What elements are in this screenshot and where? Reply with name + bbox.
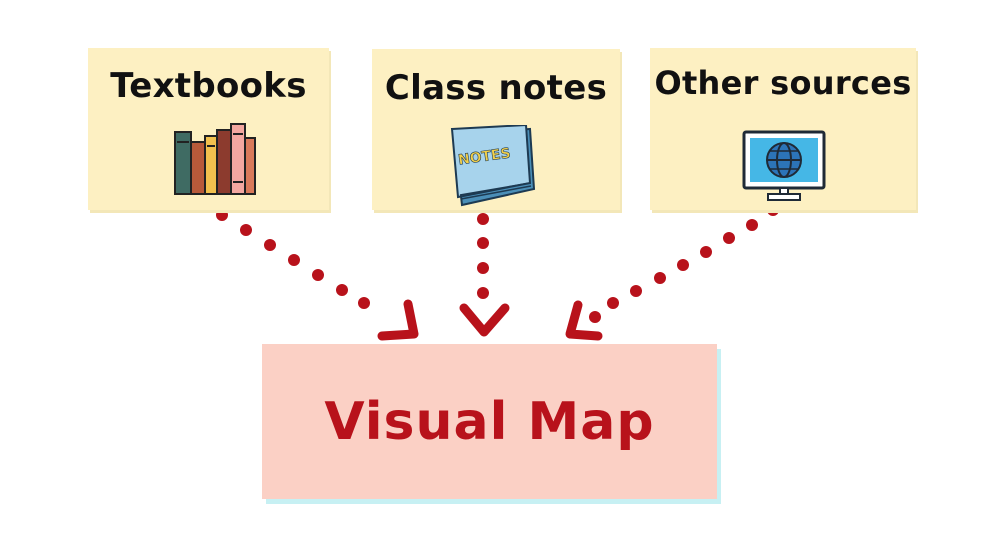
arrow-notes-to-map [464,213,505,332]
source-card-class-notes: Class notes NOTES [372,49,620,210]
source-label-class-notes: Class notes [372,68,620,108]
source-card-other-sources: Other sources [650,48,916,210]
source-label-textbooks: Textbooks [88,66,329,106]
source-card-textbooks: Textbooks [88,48,329,210]
target-label: Visual Map [262,392,717,452]
source-label-other-sources: Other sources [650,64,916,102]
arrow-textbooks-to-map [216,209,414,336]
globe-monitor-icon [742,130,826,202]
books-icon [163,112,263,202]
notepad-icon: NOTES [442,125,538,209]
arrow-other-to-map [570,204,779,336]
target-card-visual-map: Visual Map [262,344,717,499]
